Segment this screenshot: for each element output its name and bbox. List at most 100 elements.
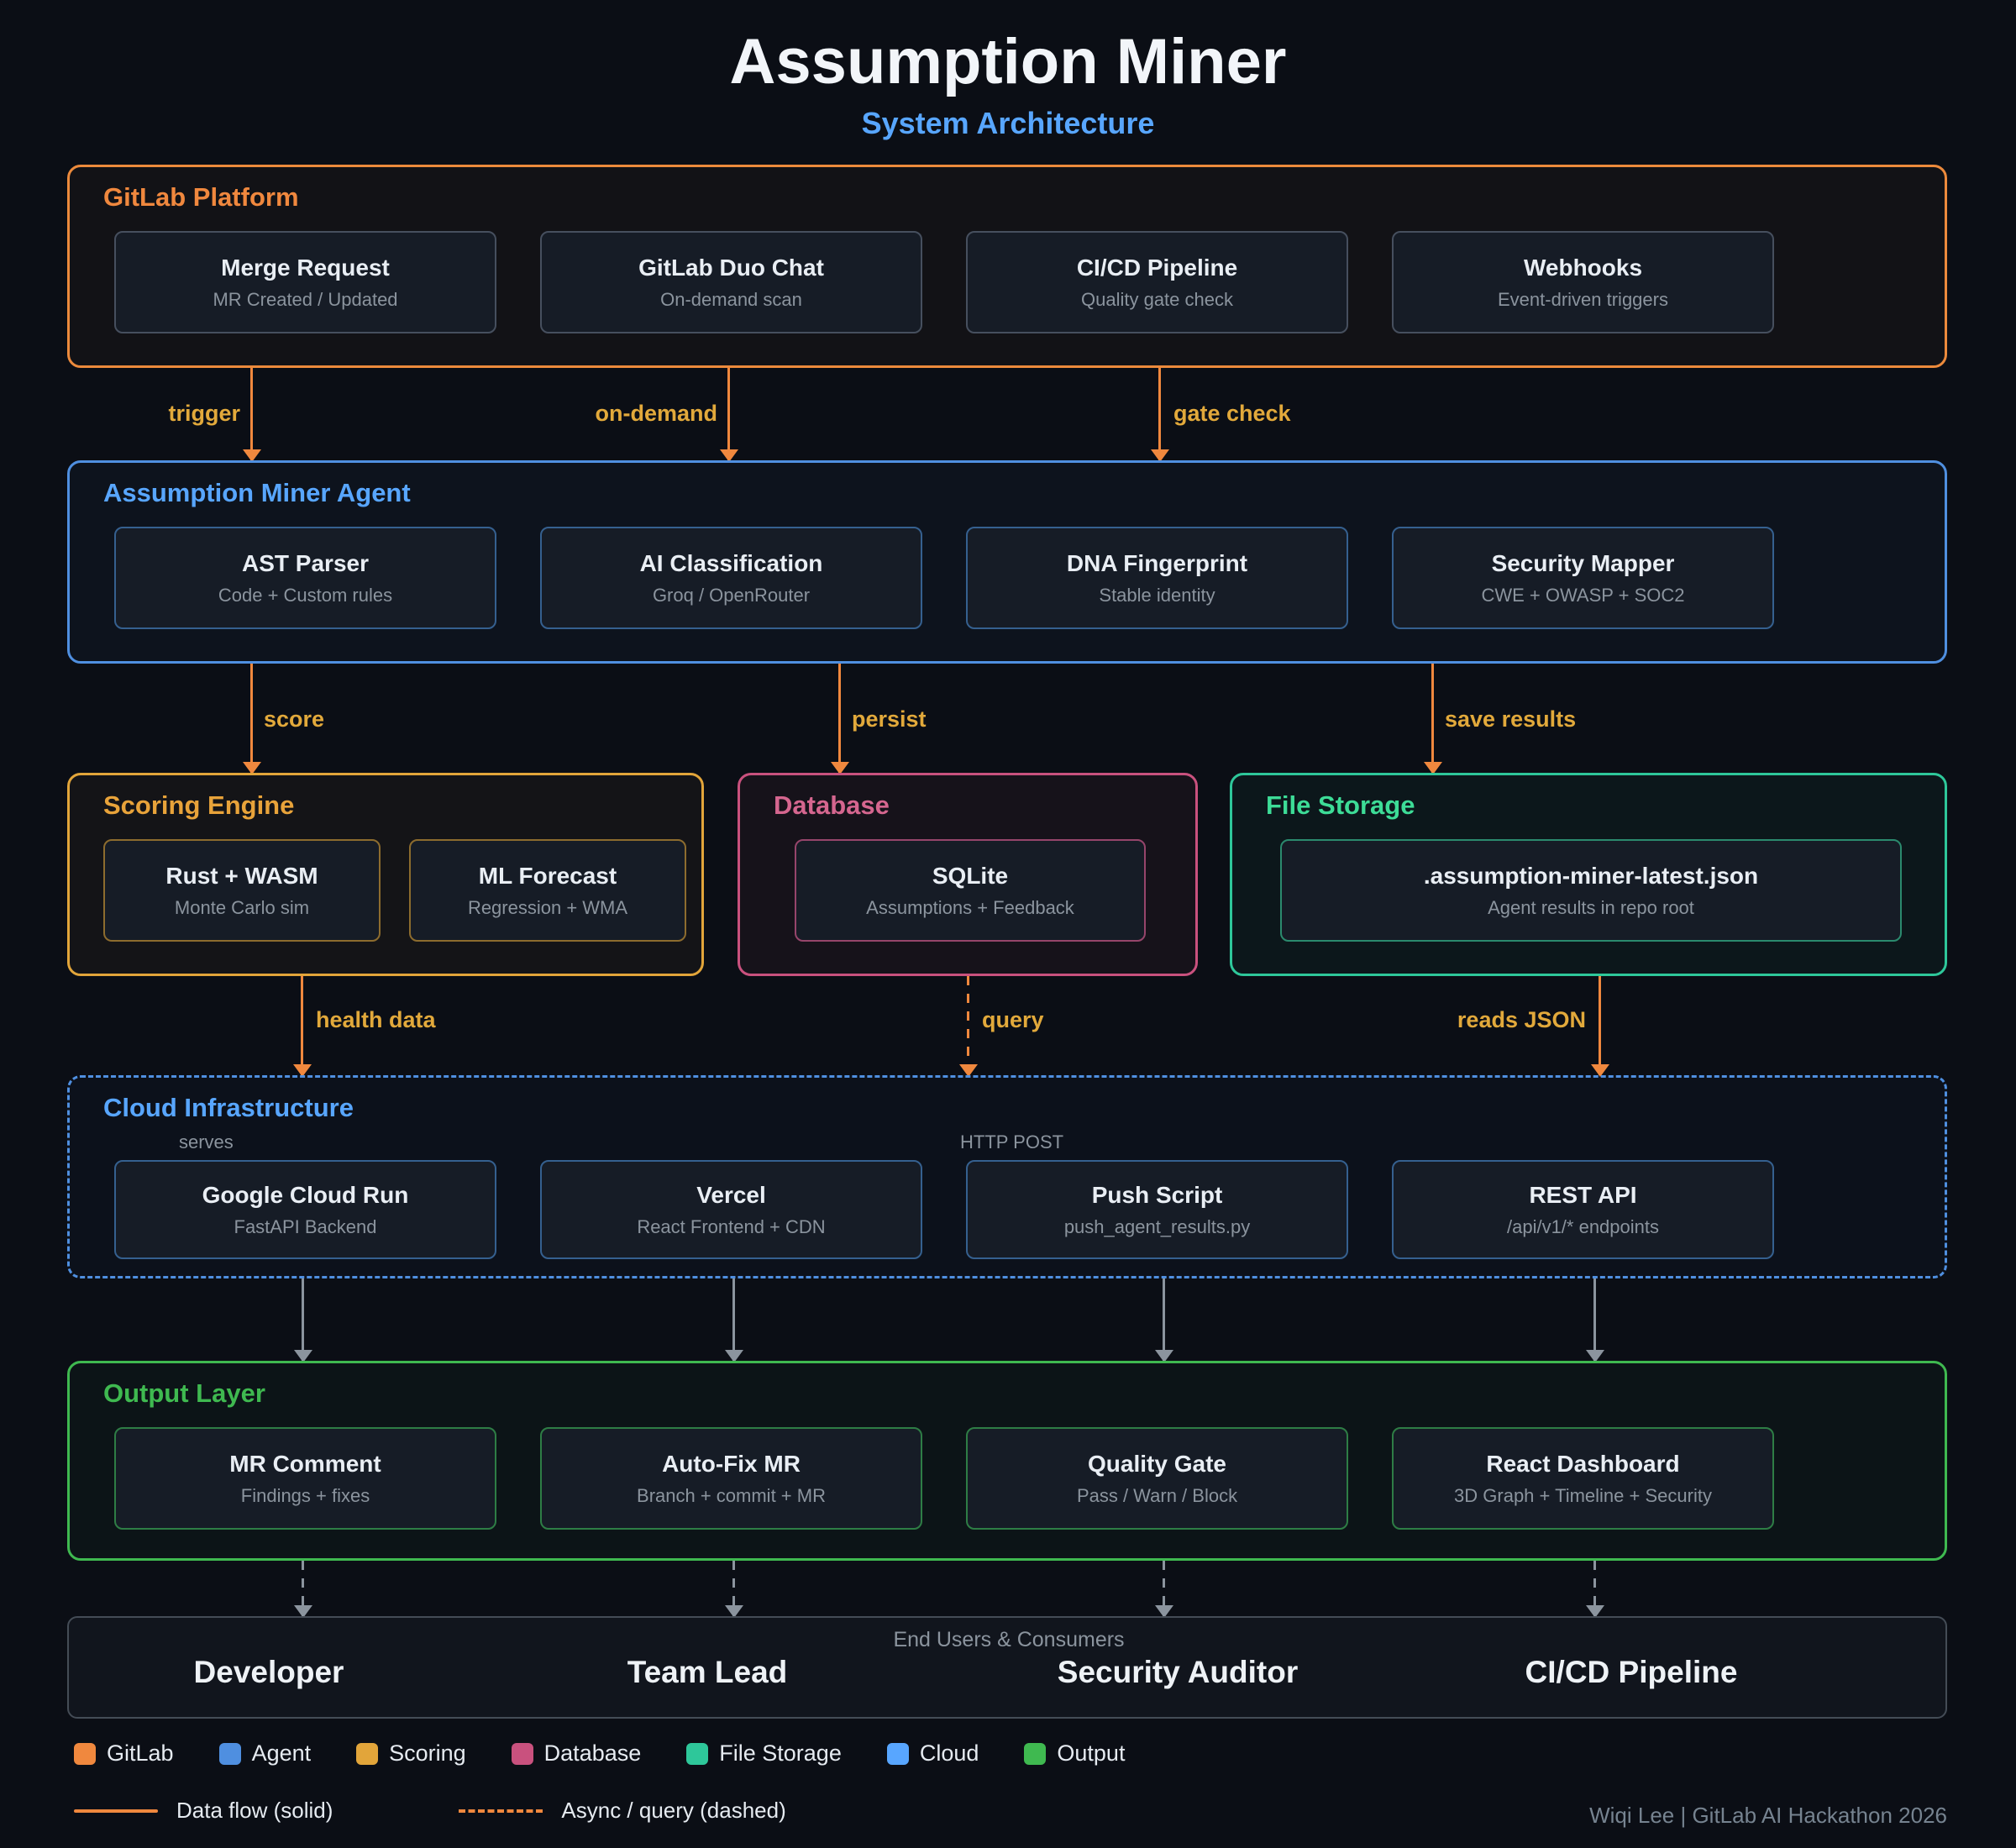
section-gitlab-label: GitLab Platform bbox=[103, 182, 299, 212]
section-cloud-infrastructure: Cloud Infrastructure serves HTTP POST Go… bbox=[67, 1075, 1947, 1278]
section-storage-label: File Storage bbox=[1266, 790, 1415, 820]
node-title: Vercel bbox=[696, 1181, 766, 1208]
section-database-label: Database bbox=[774, 790, 890, 820]
dashed-line-sample bbox=[459, 1809, 543, 1813]
node-subtitle: 3D Graph + Timeline + Security bbox=[1454, 1484, 1712, 1506]
arrow-label-query: query bbox=[982, 1007, 1044, 1032]
node-title: AST Parser bbox=[242, 549, 369, 576]
node-vercel: Vercel React Frontend + CDN bbox=[540, 1160, 922, 1259]
section-end-users: End Users & Consumers Developer Team Lea… bbox=[67, 1616, 1947, 1719]
legend-item-database: Database bbox=[511, 1740, 642, 1767]
arrow-label-gate-check: gate check bbox=[1173, 401, 1291, 426]
node-merge-request: Merge Request MR Created / Updated bbox=[114, 231, 496, 333]
node-title: MR Comment bbox=[229, 1450, 381, 1477]
legend-label: Agent bbox=[251, 1740, 312, 1766]
legend-swatch-cloud bbox=[886, 1742, 909, 1765]
legend-item-cloud: Cloud bbox=[886, 1740, 979, 1767]
legend-item-scoring: Scoring bbox=[356, 1740, 466, 1767]
node-subtitle: Regression + WMA bbox=[467, 896, 628, 918]
section-database: Database SQLite Assumptions + Feedback bbox=[738, 773, 1198, 976]
legend-label: Scoring bbox=[389, 1740, 466, 1766]
node-title: .assumption-miner-latest.json bbox=[1423, 862, 1759, 889]
arrow-health-data bbox=[301, 976, 303, 1075]
node-subtitle: Groq / OpenRouter bbox=[652, 584, 811, 606]
node-subtitle: CWE + OWASP + SOC2 bbox=[1481, 584, 1685, 606]
arrow-label-trigger: trigger bbox=[168, 401, 240, 426]
user-developer: Developer bbox=[193, 1655, 344, 1689]
node-push-script: Push Script push_agent_results.py bbox=[966, 1160, 1348, 1259]
node-subtitle: Stable identity bbox=[1099, 584, 1215, 606]
node-title: DNA Fingerprint bbox=[1066, 549, 1248, 576]
legend-label: GitLab bbox=[107, 1740, 174, 1766]
legend-flow-dashed-label: Async / query (dashed) bbox=[561, 1798, 786, 1823]
node-subtitle: FastAPI Backend bbox=[234, 1215, 377, 1237]
node-title: CI/CD Pipeline bbox=[1076, 254, 1238, 281]
arrow-save-results bbox=[1431, 664, 1434, 773]
node-title: Push Script bbox=[1091, 1181, 1223, 1208]
node-ai-classification: AI Classification Groq / OpenRouter bbox=[540, 527, 922, 629]
node-google-cloud-run: Google Cloud Run FastAPI Backend bbox=[114, 1160, 496, 1259]
legend-label: File Storage bbox=[719, 1740, 842, 1766]
section-gitlab-platform: GitLab Platform Merge Request MR Created… bbox=[67, 165, 1947, 368]
legend-item-output: Output bbox=[1024, 1740, 1125, 1767]
node-dna-fingerprint: DNA Fingerprint Stable identity bbox=[966, 527, 1348, 629]
node-auto-fix-mr: Auto-Fix MR Branch + commit + MR bbox=[540, 1427, 922, 1530]
node-title: React Dashboard bbox=[1486, 1450, 1680, 1477]
legend-flow-solid-label: Data flow (solid) bbox=[176, 1798, 333, 1823]
legend: GitLab Agent Scoring Database File Stora… bbox=[74, 1740, 1125, 1767]
user-team-lead: Team Lead bbox=[627, 1655, 788, 1689]
node-title: ML Forecast bbox=[478, 862, 617, 889]
node-title: Webhooks bbox=[1523, 254, 1643, 281]
arrow-output-users-3 bbox=[1163, 1561, 1165, 1616]
node-subtitle: Branch + commit + MR bbox=[637, 1484, 826, 1506]
node-subtitle: Event-driven triggers bbox=[1498, 288, 1668, 310]
node-subtitle: On-demand scan bbox=[660, 288, 802, 310]
node-subtitle: MR Created / Updated bbox=[213, 288, 398, 310]
cloud-node-row: Google Cloud Run FastAPI Backend Vercel … bbox=[114, 1160, 1774, 1259]
node-title: Google Cloud Run bbox=[202, 1181, 409, 1208]
user-cicd-pipeline: CI/CD Pipeline bbox=[1525, 1655, 1738, 1689]
arrow-output-users-2 bbox=[732, 1561, 735, 1616]
node-gitlab-duo-chat: GitLab Duo Chat On-demand scan bbox=[540, 231, 922, 333]
gitlab-node-row: Merge Request MR Created / Updated GitLa… bbox=[114, 231, 1774, 333]
node-subtitle: Quality gate check bbox=[1081, 288, 1233, 310]
arrow-trigger bbox=[250, 368, 253, 460]
legend-item-file-storage: File Storage bbox=[686, 1740, 842, 1767]
node-subtitle: push_agent_results.py bbox=[1063, 1215, 1251, 1237]
section-agent: Assumption Miner Agent AST Parser Code +… bbox=[67, 460, 1947, 664]
node-cicd-pipeline: CI/CD Pipeline Quality gate check bbox=[966, 231, 1348, 333]
node-ast-parser: AST Parser Code + Custom rules bbox=[114, 527, 496, 629]
cloud-note-serves: serves bbox=[179, 1131, 234, 1152]
arrow-label-score: score bbox=[264, 706, 325, 732]
node-latest-json: .assumption-miner-latest.json Agent resu… bbox=[1280, 839, 1902, 942]
user-security-auditor: Security Auditor bbox=[1057, 1655, 1299, 1689]
node-title: REST API bbox=[1529, 1181, 1637, 1208]
node-react-dashboard: React Dashboard 3D Graph + Timeline + Se… bbox=[1392, 1427, 1774, 1530]
node-subtitle: Code + Custom rules bbox=[218, 584, 393, 606]
legend-label: Database bbox=[543, 1740, 642, 1766]
node-rust-wasm: Rust + WASM Monte Carlo sim bbox=[103, 839, 381, 942]
arrow-query bbox=[967, 976, 969, 1075]
node-subtitle: Monte Carlo sim bbox=[174, 896, 310, 918]
cloud-note-http-post: HTTP POST bbox=[960, 1131, 1064, 1152]
legend-swatch-file-storage bbox=[686, 1742, 709, 1765]
legend-swatch-database bbox=[511, 1742, 533, 1765]
page-subtitle: System Architecture bbox=[861, 106, 1155, 140]
arrow-gate-check bbox=[1158, 368, 1161, 460]
arrow-label-reads-json: reads JSON bbox=[1457, 1007, 1586, 1032]
node-subtitle: Findings + fixes bbox=[240, 1484, 370, 1506]
agent-node-row: AST Parser Code + Custom rules AI Classi… bbox=[114, 527, 1774, 629]
arrow-reads-json bbox=[1599, 976, 1601, 1075]
node-rest-api: REST API /api/v1/* endpoints bbox=[1392, 1160, 1774, 1259]
solid-line-sample bbox=[74, 1809, 158, 1813]
arrow-on-demand bbox=[727, 368, 730, 460]
section-output-label: Output Layer bbox=[103, 1378, 265, 1408]
node-subtitle: Assumptions + Feedback bbox=[866, 896, 1074, 918]
node-sqlite: SQLite Assumptions + Feedback bbox=[795, 839, 1146, 942]
arrow-cloud-output-4 bbox=[1593, 1278, 1596, 1361]
node-title: Quality Gate bbox=[1088, 1450, 1226, 1477]
arrow-cloud-output-2 bbox=[732, 1278, 735, 1361]
storage-node-row: .assumption-miner-latest.json Agent resu… bbox=[1280, 839, 1902, 942]
node-subtitle: Pass / Warn / Block bbox=[1076, 1484, 1238, 1506]
